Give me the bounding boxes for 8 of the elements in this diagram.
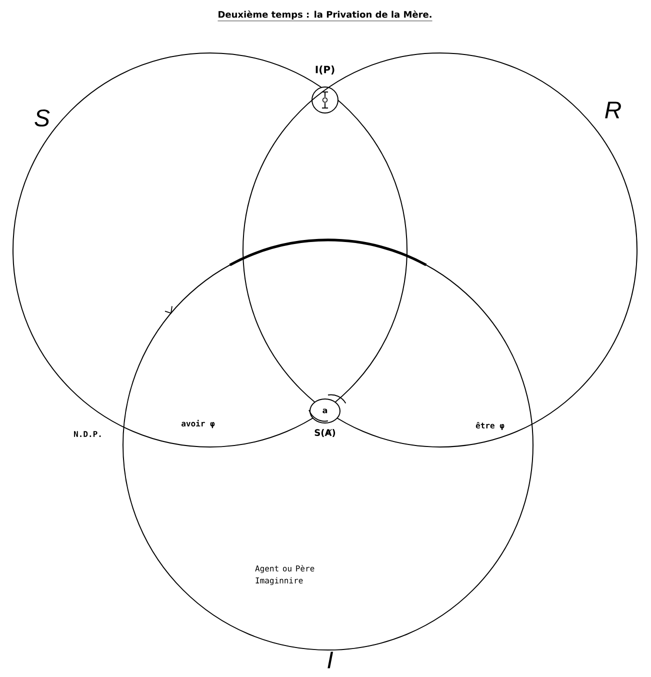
node-label: S(Ⱥ) [314, 428, 336, 438]
label: N.D.P. [74, 431, 101, 437]
note: Agent ou Père Imaginnire [255, 564, 314, 586]
label: être φ [476, 422, 504, 430]
node-label: I(P) [316, 66, 334, 74]
title: Deuxième temps : la Privation de la Mère. [218, 10, 432, 22]
label: avoir φ [182, 420, 215, 428]
node-label: I [328, 652, 334, 668]
